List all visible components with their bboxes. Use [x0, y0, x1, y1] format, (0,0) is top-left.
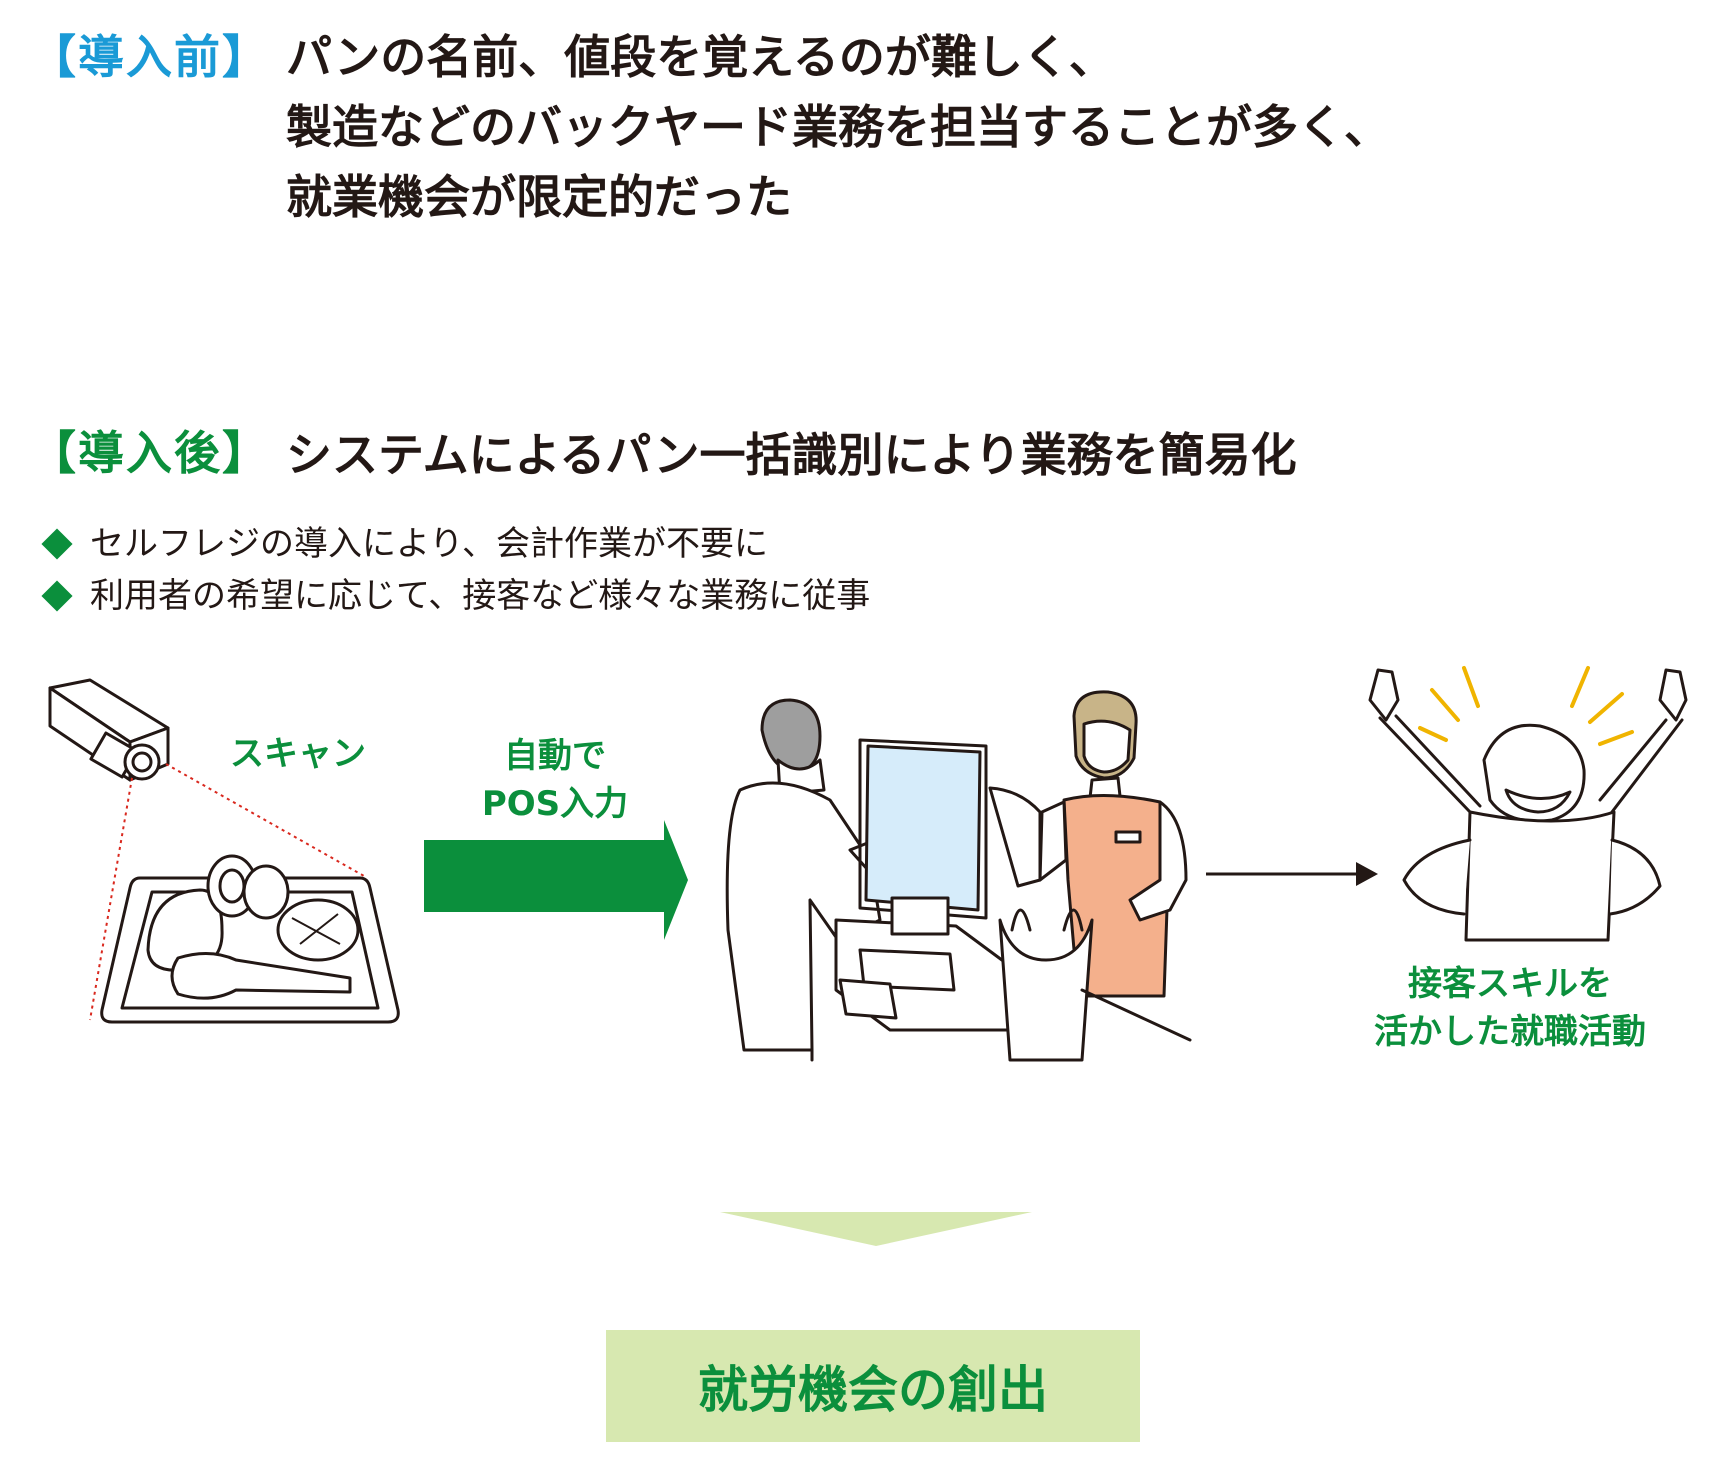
before-description: パンの名前、値段を覚えるのが難しく、 製造などのバックヤード業務を担当することが… [286, 22, 1390, 232]
scan-label: スキャン [230, 734, 366, 774]
bullet-text: セルフレジの導入により、会計作業が不要に [90, 524, 768, 564]
cheering-person-icon [1368, 668, 1688, 942]
self-checkout-illustration [725, 690, 1192, 1062]
green-arrow-icon [424, 820, 688, 940]
thin-arrow-icon [1206, 862, 1378, 886]
auto-pos-line-1: 自動で [504, 736, 606, 776]
down-arrow-icon [720, 1212, 1032, 1246]
skill-line-2: 活かした就職活動 [1374, 1012, 1646, 1052]
skill-line-1: 接客スキルを [1408, 964, 1612, 1004]
result-box: 就労機会の創出 [606, 1330, 1140, 1442]
result-label: 就労機会の創出 [698, 1361, 1048, 1419]
after-headline: システムによるパン一括識別により業務を簡易化 [286, 428, 1297, 482]
before-line-1: パンの名前、値段を覚えるのが難しく、 [286, 30, 1115, 84]
bullet-item: 利用者の希望に応じて、接客など様々な業務に従事 [40, 570, 870, 622]
scan-beam [89, 763, 365, 1021]
camera-icon [48, 678, 170, 782]
before-line-3: 就業機会が限定的だった [286, 170, 792, 224]
after-bullet-list: セルフレジの導入により、会計作業が不要に 利用者の希望に応じて、接客など様々な業… [40, 518, 870, 622]
auto-pos-label: 自動で POS入力 [430, 732, 680, 828]
auto-pos-line-2: POS入力 [481, 784, 629, 824]
after-tag: 【導入後】 [30, 426, 270, 480]
cheer-lines-icon [1418, 666, 1634, 746]
bullet-item: セルフレジの導入により、会計作業が不要に [40, 518, 870, 570]
bread-tray-icon [100, 854, 400, 1024]
skill-label: 接客スキルを 活かした就職活動 [1350, 960, 1670, 1056]
bullet-text: 利用者の希望に応じて、接客など様々な業務に従事 [90, 576, 871, 616]
before-line-2: 製造などのバックヤード業務を担当することが多く、 [286, 100, 1390, 154]
before-tag: 【導入前】 [30, 30, 270, 84]
